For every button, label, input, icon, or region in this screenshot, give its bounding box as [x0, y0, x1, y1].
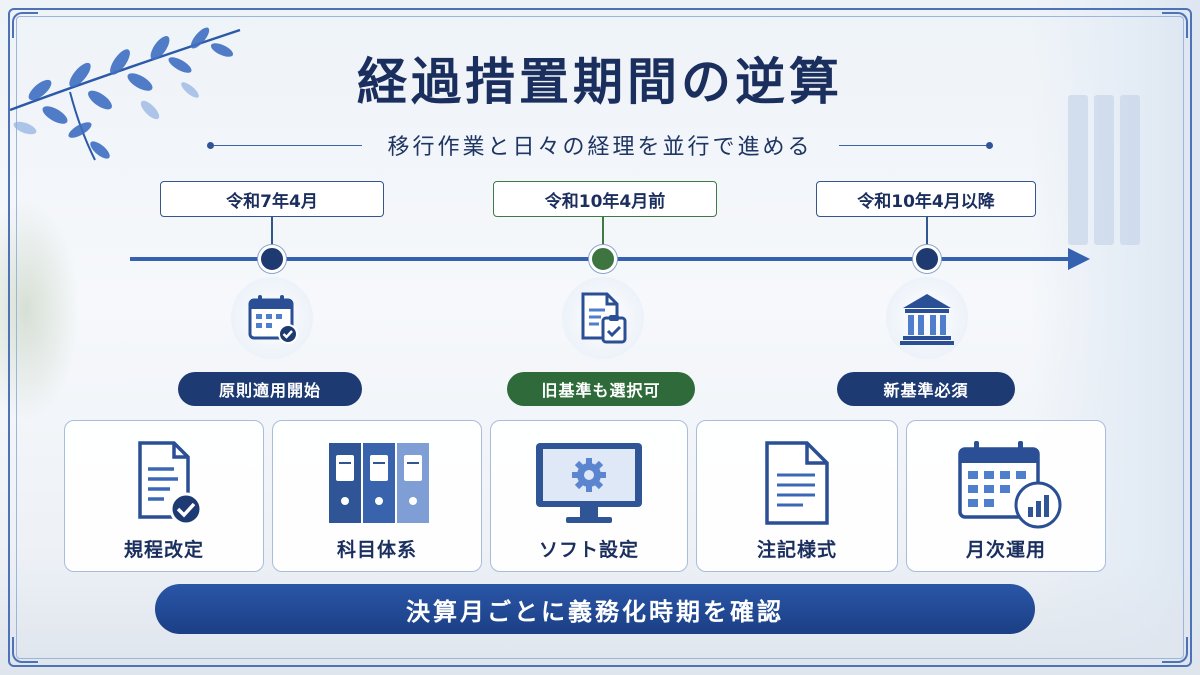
frame-corner: [1162, 637, 1188, 663]
calendar-chart-icon: [958, 441, 1062, 529]
milestone-date: 令和10年4月以降: [816, 181, 1036, 217]
milestone-node: [258, 245, 286, 273]
milestone-node: [589, 245, 617, 273]
bank-building-icon: [900, 294, 954, 345]
task-card: 科目体系: [272, 420, 482, 572]
task-label: 科目体系: [336, 539, 417, 561]
frame-corner: [12, 12, 38, 38]
document-lines-icon: [765, 441, 829, 525]
subtitle-row: 移行作業と日々の経理を並行で進める: [207, 128, 993, 162]
background-plant: [0, 200, 80, 420]
milestone-node: [913, 245, 941, 273]
milestone-connector: [271, 217, 273, 245]
task-label: 規程改定: [123, 539, 204, 561]
inner-frame: [16, 16, 1184, 659]
outer-frame: [8, 8, 1192, 667]
task-card: 規程改定: [64, 420, 264, 572]
footer-banner: 決算月ごとに義務化時期を確認: [155, 584, 1035, 634]
task-card: 月次運用: [906, 420, 1106, 572]
milestone-status-badge: 旧基準も選択可: [507, 372, 695, 406]
milestone-status-badge: 新基準必須: [837, 372, 1015, 406]
document-check-icon: [138, 441, 203, 526]
timeline-arrow-icon: [1068, 248, 1090, 270]
milestone-icon-circle: [886, 277, 968, 359]
milestone-date: 令和7年4月: [160, 181, 384, 217]
milestone-connector: [602, 217, 604, 245]
milestone-connector: [926, 217, 928, 245]
task-label: 月次運用: [965, 539, 1046, 561]
task-label: ソフト設定: [538, 539, 639, 561]
subtitle-divider: [838, 141, 993, 149]
background-binder: [1120, 95, 1140, 245]
subtitle-divider: [207, 141, 362, 149]
task-card: ソフト設定: [490, 420, 688, 572]
subtitle: 移行作業と日々の経理を並行で進める: [387, 135, 813, 160]
frame-corner: [1162, 12, 1188, 38]
task-card: 注記様式: [696, 420, 898, 572]
milestone-icon-circle: [231, 277, 313, 359]
milestone-date: 令和10年4月前: [493, 181, 717, 217]
milestone-icon-circle: [562, 277, 644, 359]
background-binder: [1094, 95, 1114, 245]
monitor-gear-icon: [536, 443, 642, 523]
document-clipboard-icon: [581, 292, 627, 344]
task-label: 注記様式: [756, 539, 837, 561]
frame-corner: [12, 637, 38, 663]
binders-icon: [329, 443, 429, 523]
milestone-status-badge: 原則適用開始: [178, 372, 362, 406]
page-title: 経過措置期間の逆算: [357, 52, 843, 111]
leaf-branch-icon: [9, 27, 241, 161]
background-binder: [1068, 95, 1088, 245]
calendar-check-icon: [248, 295, 298, 344]
